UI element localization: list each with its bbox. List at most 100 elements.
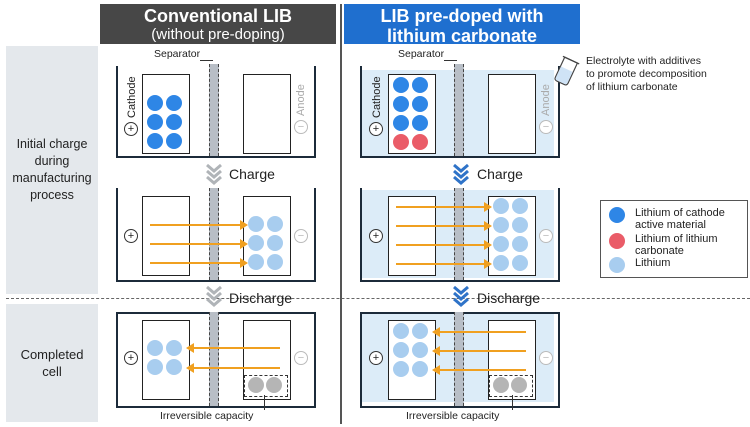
plus-icon: + [369,122,383,136]
lithium [248,254,264,270]
tank-conv-initial [116,66,316,158]
legend-item-lithium: Lithium [609,257,749,273]
electrolyte-note-line3: of lithium carbonate [586,81,678,93]
legend-swatch [609,257,625,273]
cathode-conv-charged [142,196,190,276]
discharge-arrow [186,342,280,353]
tank-pre-initial [360,66,560,158]
charge-arrow [150,219,248,230]
lithium [412,342,428,358]
discharge-arrow [432,345,526,356]
predoped-header: LIB pre-doped with lithium carbonate [344,4,580,46]
cathode-li [393,115,409,131]
discharge-arrow [432,326,526,337]
minus-icon: − [294,351,308,365]
separator-label: Separator [398,48,445,60]
electrolyte-note-line1: Electrolyte with additives [586,55,701,67]
legend-label: Lithium of lithium carbonate [635,233,718,257]
plus-icon: + [124,229,138,243]
cathode-li [393,77,409,93]
anode-label: Anode [540,84,552,116]
discharge-arrow [432,364,526,375]
completed-band [6,304,98,422]
separator-pre-initial [454,64,464,156]
cathode-li [393,96,409,112]
lithium [393,323,409,339]
cathode-label: Cathode [126,76,138,118]
lithium [267,254,283,270]
cathode-li [166,95,182,111]
discharge-label: Discharge [229,290,293,306]
completed-label-line1: Completed [20,347,84,362]
separator-conv-initial [209,64,219,156]
initial-label: Initial charge during manufacturing proc… [6,136,98,204]
lithium [166,340,182,356]
lithium [147,340,163,356]
cathode-li [147,114,163,130]
predoped-title: LIB pre-doped with [380,6,544,26]
plus-icon: + [369,351,383,365]
lithium [512,198,528,214]
cathode-li [147,133,163,149]
cathode-li [147,95,163,111]
completed-label-line2: cell [42,364,62,379]
separator-label: Separator [154,48,201,60]
lithium [493,217,509,233]
irreversible-pointer [264,395,265,410]
discharge-label: Discharge [477,290,541,306]
cathode-li [412,96,428,112]
initial-label-line4: process [30,188,74,202]
legend-swatch [609,207,625,223]
column-divider [340,4,342,424]
initial-band [6,46,98,294]
anode-label: Anode [295,84,307,116]
legend-item-cathode: Lithium of cathode active material [609,207,749,231]
separator-pointer [444,60,457,61]
conventional-title: Conventional LIB [144,6,292,26]
charge-arrow [396,239,492,250]
initial-label-line3: manufacturing [12,171,92,185]
chevron-down-icon [206,285,222,307]
minus-icon: − [539,120,553,134]
minus-icon: − [294,229,308,243]
irreversible-li [248,377,264,393]
completed-label: Completed cell [6,346,98,380]
legend: Lithium of cathode active material Lithi… [600,200,748,278]
charge-arrow [396,201,492,212]
chevron-down-icon [453,285,469,307]
legend-item-carbonate: Lithium of lithium carbonate [609,233,749,257]
anode-pre-initial [488,74,536,154]
irreversible-box [244,375,288,397]
cathode-li [412,77,428,93]
beaker-icon [554,55,580,86]
legend-label: Lithium of cathode active material [635,207,725,231]
cathode-conv-completed [142,320,190,400]
separator-pre-charged [454,188,464,280]
electrolyte-note: Electrolyte with additives to promote de… [586,55,707,94]
carbonate-li [412,134,428,150]
chevron-down-icon [453,163,469,185]
plus-icon: + [124,351,138,365]
discharge-arrow [186,362,280,373]
separator-pointer [200,60,213,61]
conventional-header: Conventional LIB (without pre-doping) [100,4,336,44]
plus-icon: + [369,229,383,243]
lithium [512,255,528,271]
irreversible-label: Irreversible capacity [160,410,254,422]
charge-arrow [150,257,248,268]
irreversible-li [493,377,509,393]
separator-conv-charged [209,188,219,280]
initial-label-line2: during [34,154,70,168]
charge-arrow [396,220,492,231]
irreversible-li [266,377,282,393]
lithium [393,361,409,377]
initial-label-line1: Initial charge [16,137,88,151]
electrolyte-note-line2: to promote decomposition [586,68,707,80]
cathode-li [166,133,182,149]
lithium [147,359,163,375]
lithium [412,361,428,377]
tank-conv-charged [116,188,316,282]
cathode-li [412,115,428,131]
lithium [512,236,528,252]
charge-arrow [396,258,492,269]
